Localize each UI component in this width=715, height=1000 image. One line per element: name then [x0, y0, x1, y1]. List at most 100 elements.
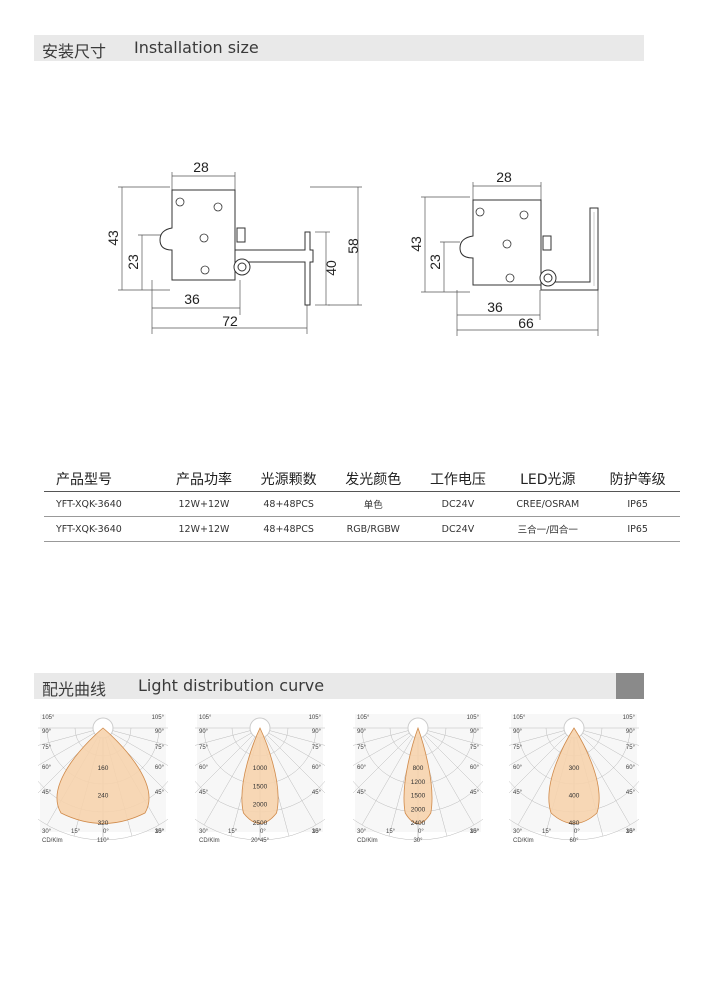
- table-cell: IP65: [595, 491, 680, 517]
- angle-label: 30°: [199, 829, 209, 835]
- curve-value-label: 160: [98, 765, 109, 772]
- table-cell: IP65: [595, 516, 680, 542]
- table-cell: 12W+12W: [161, 516, 247, 542]
- angle-label: 0°: [260, 829, 266, 835]
- angle-label: 0°: [574, 829, 580, 835]
- polar-svg: 160240320105°105°90°90°75°75°60°60°45°45…: [0, 714, 216, 844]
- header-cell: 产品功率: [175, 472, 232, 488]
- table-cell: YFT-XQK-3640: [44, 491, 162, 517]
- angle-label: 75°: [155, 745, 165, 751]
- header-cell: 工作电压: [429, 472, 486, 488]
- light-beam-shape: [403, 726, 433, 824]
- angle-label: 45°: [42, 790, 52, 796]
- angle-label: 45°: [513, 790, 523, 796]
- curve-value-label: 1200: [411, 779, 426, 786]
- angle-label: 75°: [626, 745, 636, 751]
- angle-label: 60°: [357, 765, 367, 771]
- angle-label: 90°: [470, 729, 480, 735]
- curve-value-label: 2400: [411, 820, 426, 827]
- table-cell: CREE/OSRAM: [500, 491, 596, 517]
- installation-title-zh: 安装尺寸: [42, 42, 107, 61]
- angle-label: 30°: [312, 829, 322, 835]
- angle-label: 0°: [418, 829, 424, 835]
- curve-value-label: 2500: [253, 820, 268, 827]
- dim-width-total: 72: [222, 313, 238, 329]
- angle-label: 105°: [199, 715, 212, 721]
- angle-label: 90°: [312, 729, 322, 735]
- light-beam-shape: [56, 727, 150, 824]
- angle-label: 105°: [357, 715, 370, 721]
- angle-label: 15°: [542, 829, 552, 835]
- angle-label: 60°: [513, 765, 523, 771]
- polar-curve-4: 300 400 480 105° 105° 90° 90° 75° 75° 60° 60° 45° 45…: [461, 712, 687, 847]
- angle-label: 30°: [513, 829, 523, 835]
- installation-title-en: Installation size: [134, 38, 259, 57]
- light-title-zh: 配光曲线: [42, 680, 107, 699]
- beam-angle-label: 20*45°: [251, 838, 270, 844]
- dim-width-bottom: 36: [184, 291, 200, 307]
- table-cell: 单色: [330, 491, 416, 517]
- curve-value-label: 1500: [411, 793, 426, 800]
- angle-label: 60°: [199, 765, 209, 771]
- spec-table-header: 产品型号 产品功率 光源颗数 发光颜色 工作电压 LED光源 防护等级: [44, 467, 680, 492]
- angle-label: 60°: [42, 765, 52, 771]
- curve-value-label: 400: [569, 793, 580, 800]
- angle-label: 45°: [470, 790, 480, 796]
- dim-top: 28: [193, 159, 209, 175]
- beam-angle-label: 110°: [97, 838, 110, 844]
- dim-bracket-inner: 40: [323, 260, 339, 276]
- beam-angle-label: 60°: [569, 838, 579, 844]
- table-cell: 12W+12W: [161, 491, 247, 517]
- installation-size-header: 安装尺寸 Installation size: [34, 35, 644, 61]
- table-cell: YFT-XQK-3640: [44, 516, 162, 542]
- angle-label: 75°: [199, 745, 209, 751]
- polar-svg: 1000150020002500105°105°90°90°75°75°60°6…: [147, 714, 373, 844]
- table-row: YFT-XQK-3640 12W+12W 48+48PCS RGB/RGBW D…: [44, 516, 680, 542]
- table-row: YFT-XQK-3640 12W+12W 48+48PCS 单色 DC24V C…: [44, 491, 680, 517]
- angle-label: 60°: [470, 765, 480, 771]
- header-cell: 产品型号: [56, 472, 112, 488]
- angle-label: 90°: [513, 729, 523, 735]
- angle-label: 45°: [199, 790, 209, 796]
- angle-label: 105°: [467, 715, 480, 721]
- header-cell: 光源颗数: [260, 472, 317, 488]
- polar-svg: 300 400 480 105° 105° 90° 90° 75° 75° 60° 60° 45° 45…: [461, 714, 687, 844]
- angle-label: 30°: [357, 829, 367, 835]
- table-cell: 48+48PCS: [246, 516, 331, 542]
- angle-label: 90°: [42, 729, 52, 735]
- angle-label: 60°: [626, 765, 636, 771]
- angle-label: 15°: [626, 829, 636, 835]
- angle-label: 60°: [312, 765, 322, 771]
- curve-value-label: 480: [569, 820, 580, 827]
- angle-label: 75°: [470, 745, 480, 751]
- curve-value-label: 2000: [253, 802, 268, 809]
- angle-label: 105°: [42, 715, 55, 721]
- angle-label: 105°: [623, 715, 636, 721]
- curve-value-label: 300: [569, 765, 580, 772]
- table-cell: DC24V: [415, 516, 501, 542]
- dim-height-inner: 23: [125, 254, 141, 270]
- angle-label: 45°: [155, 790, 165, 796]
- dim2-height-total: 43: [408, 236, 424, 252]
- angle-label: 45°: [357, 790, 367, 796]
- light-beam-shape: [548, 727, 600, 824]
- angle-label: 15°: [71, 829, 81, 835]
- curve-value-label: 320: [98, 820, 109, 827]
- angle-label: 105°: [309, 715, 322, 721]
- angle-label: 30°: [470, 829, 480, 835]
- dim-bracket-outer: 58: [345, 238, 361, 254]
- angle-label: 105°: [152, 715, 165, 721]
- header-cell: LED光源: [520, 472, 576, 488]
- unit-label: CD/Klm: [357, 838, 378, 844]
- curve-value-label: 2000: [411, 806, 426, 813]
- beam-angle-label: 30°: [413, 838, 423, 844]
- unit-label: CD/Klm: [513, 838, 534, 844]
- curve-value-label: 1000: [253, 765, 268, 772]
- table-cell: DC24V: [415, 491, 501, 517]
- dim2-height-inner: 23: [427, 254, 443, 270]
- angle-label: 90°: [357, 729, 367, 735]
- angle-label: 15°: [386, 829, 396, 835]
